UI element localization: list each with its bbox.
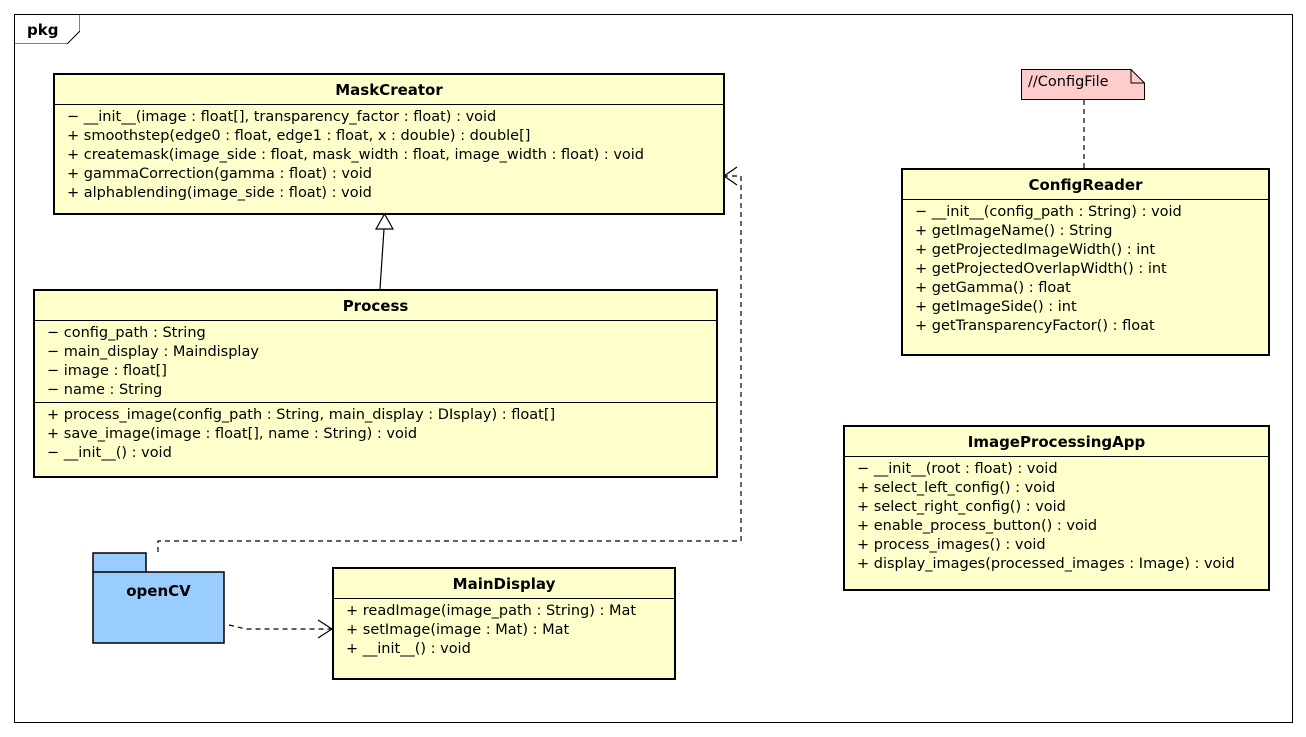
frame-label: pkg [27, 21, 59, 39]
class-name: ConfigReader [903, 170, 1268, 200]
class-imageprocessingapp[interactable]: ImageProcessingApp − __init__(root : flo… [843, 425, 1270, 591]
operation: + smoothstep(edge0 : float, edge1 : floa… [67, 128, 531, 144]
operation: + __init__() : void [346, 641, 471, 657]
operation: + alphablending(image_side : float) : vo… [67, 185, 372, 201]
operations-section: + readImage(image_path : String) : Mat +… [334, 599, 674, 661]
operation: + process_images() : void [857, 537, 1046, 553]
class-name: MainDisplay [334, 569, 674, 599]
attribute: − main_display : Maindisplay [47, 344, 259, 360]
operations-section: − __init__(image : float[], transparency… [55, 105, 723, 205]
operation: + process_image(config_path : String, ma… [47, 407, 556, 423]
operation: − __init__(root : float) : void [857, 461, 1058, 477]
class-process[interactable]: Process − config_path : String − main_di… [33, 289, 718, 478]
operation: + display_images(processed_images : Imag… [857, 556, 1235, 572]
operation: + createmask(image_side : float, mask_wi… [67, 147, 645, 163]
class-name: ImageProcessingApp [845, 427, 1268, 457]
package-folder-icon [92, 552, 225, 644]
operation: + getProjectedOverlapWidth() : int [915, 261, 1167, 277]
diagram-frame [14, 14, 1293, 723]
class-name: MaskCreator [55, 75, 723, 105]
frame-label-tab: pkg [14, 14, 80, 44]
operation: + getGamma() : float [915, 280, 1071, 296]
class-maskcreator[interactable]: MaskCreator − __init__(image : float[], … [53, 73, 725, 215]
operation: + select_right_config() : void [857, 499, 1066, 515]
class-configreader[interactable]: ConfigReader − __init__(config_path : St… [901, 168, 1270, 356]
class-name: Process [35, 291, 716, 321]
attribute: − config_path : String [47, 325, 206, 341]
dependency-opencv-maindisplay [228, 624, 332, 630]
package-name: openCV [126, 582, 191, 600]
operation: − __init__(config_path : String) : void [915, 204, 1182, 220]
operation: − __init__(image : float[], transparency… [67, 109, 497, 125]
operation: + setImage(image : Mat) : Mat [346, 622, 570, 638]
attribute: − name : String [47, 382, 163, 398]
note-configfile[interactable]: //ConfigFile [1021, 69, 1145, 100]
generalization-line [379, 228, 385, 290]
dependency-opencv-maskcreator [157, 175, 742, 552]
frame-tab-shape [14, 14, 80, 44]
operations-section: − __init__(config_path : String) : void … [903, 200, 1268, 338]
note-text: //ConfigFile [1028, 74, 1109, 90]
operation: + enable_process_button() : void [857, 518, 1098, 534]
operation: + select_left_config() : void [857, 480, 1056, 496]
attributes-section: − config_path : String − main_display : … [35, 321, 716, 403]
operation: − __init__() : void [47, 445, 172, 461]
operation: + getProjectedImageWidth() : int [915, 242, 1156, 258]
attribute: − image : float[] [47, 363, 167, 379]
operations-section: + process_image(config_path : String, ma… [35, 403, 716, 465]
operations-section: − __init__(root : float) : void + select… [845, 457, 1268, 576]
operation: + getImageName() : String [915, 223, 1113, 239]
operation: + gammaCorrection(gamma : float) : void [67, 166, 373, 182]
operation: + getImageSide() : int [915, 299, 1077, 315]
class-maindisplay[interactable]: MainDisplay + readImage(image_path : Str… [332, 567, 676, 680]
generalization-arrowhead [374, 212, 395, 230]
operation: + getTransparencyFactor() : float [915, 318, 1155, 334]
operation: + save_image(image : float[], name : Str… [47, 426, 418, 442]
operation: + readImage(image_path : String) : Mat [346, 603, 637, 619]
note-shape [1021, 69, 1145, 100]
package-opencv[interactable]: openCV [92, 552, 225, 644]
